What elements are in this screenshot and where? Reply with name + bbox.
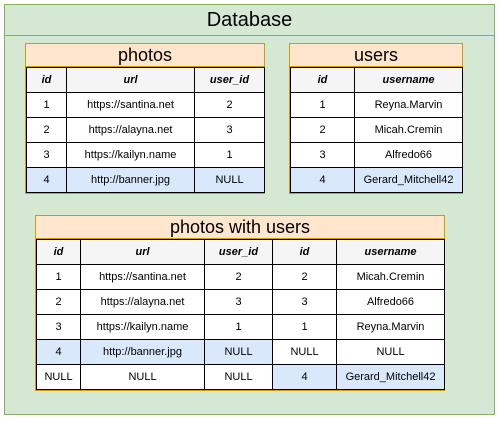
table-cell: NULL	[194, 167, 265, 193]
table-cell: 3	[272, 289, 337, 315]
table-header-row: id url user_id	[26, 67, 265, 93]
photos-table-body: id url user_id 1 https://santina.net 2 2…	[25, 67, 265, 194]
column-header: username	[336, 239, 445, 265]
table-row: 1 https://santina.net 2 2 Micah.Cremin	[36, 264, 445, 290]
table-header-row: id username	[290, 67, 463, 93]
table-row: 2 https://alayna.net 3	[26, 117, 265, 143]
photos-with-users-table-body: id url user_id id username 1 https://san…	[35, 239, 445, 391]
users-table: users id username 1 Reyna.Marvin 2	[289, 43, 463, 194]
table-cell: 1	[194, 142, 265, 168]
table-cell: https://alayna.net	[80, 289, 205, 315]
table-cell: Alfredo66	[336, 289, 445, 315]
table-row: 3 https://kailyn.name 1 1 Reyna.Marvin	[36, 314, 445, 340]
table-row: 4 http://banner.jpg NULL NULL NULL	[36, 339, 445, 365]
table-cell: NULL	[336, 339, 445, 365]
table-cell: Micah.Cremin	[354, 117, 463, 143]
table-cell: 4	[26, 167, 67, 193]
table-cell: 3	[36, 314, 81, 340]
table-cell: Reyna.Marvin	[354, 92, 463, 118]
column-header: username	[354, 67, 463, 93]
database-title: Database	[5, 5, 494, 36]
table-cell: http://banner.jpg	[80, 339, 205, 365]
column-header: id	[272, 239, 337, 265]
table-cell: 3	[290, 142, 355, 168]
table-cell: https://kailyn.name	[80, 314, 205, 340]
table-row: 1 Reyna.Marvin	[290, 92, 463, 118]
table-cell: 1	[204, 314, 273, 340]
table-cell: NULL	[204, 364, 273, 390]
column-header: url	[80, 239, 205, 265]
table-cell: 2	[26, 117, 67, 143]
column-header: user_id	[194, 67, 265, 93]
table-cell: 1	[26, 92, 67, 118]
table-cell: 2	[194, 92, 265, 118]
database-container: Database photos id url user_id 1 https:/…	[4, 4, 495, 415]
column-header: user_id	[204, 239, 273, 265]
table-row: 2 Micah.Cremin	[290, 117, 463, 143]
users-table-title: users	[289, 43, 463, 67]
column-header: id	[290, 67, 355, 93]
photos-table-title: photos	[25, 43, 265, 67]
table-row: 4 http://banner.jpg NULL	[26, 167, 265, 193]
table-cell: 3	[204, 289, 273, 315]
photos-with-users-table-title: photos with users	[35, 215, 445, 239]
table-row: NULL NULL NULL 4 Gerard_Mitchell42	[36, 364, 445, 390]
table-cell: https://alayna.net	[66, 117, 195, 143]
table-cell: 4	[272, 364, 337, 390]
table-cell: Micah.Cremin	[336, 264, 445, 290]
table-cell: Alfredo66	[354, 142, 463, 168]
table-cell: 1	[36, 264, 81, 290]
table-cell: 3	[26, 142, 67, 168]
table-cell: Gerard_Mitchell42	[336, 364, 445, 390]
column-header: url	[66, 67, 195, 93]
table-cell: NULL	[272, 339, 337, 365]
photos-table: photos id url user_id 1 https://santina.…	[25, 43, 265, 194]
table-row: 1 https://santina.net 2	[26, 92, 265, 118]
table-cell: 2	[290, 117, 355, 143]
table-cell: https://santina.net	[80, 264, 205, 290]
column-header: id	[26, 67, 67, 93]
table-cell: NULL	[36, 364, 81, 390]
table-row: 3 Alfredo66	[290, 142, 463, 168]
table-cell: 2	[36, 289, 81, 315]
column-header: id	[36, 239, 81, 265]
table-cell: 2	[204, 264, 273, 290]
table-row: 3 https://kailyn.name 1	[26, 142, 265, 168]
users-table-body: id username 1 Reyna.Marvin 2 Micah.Cremi…	[289, 67, 463, 194]
table-row: 4 Gerard_Mitchell42	[290, 167, 463, 193]
table-cell: Gerard_Mitchell42	[354, 167, 463, 193]
table-cell: 4	[290, 167, 355, 193]
table-header-row: id url user_id id username	[36, 239, 445, 265]
table-cell: 4	[36, 339, 81, 365]
table-row: 2 https://alayna.net 3 3 Alfredo66	[36, 289, 445, 315]
table-cell: 3	[194, 117, 265, 143]
table-cell: NULL	[204, 339, 273, 365]
table-cell: http://banner.jpg	[66, 167, 195, 193]
photos-with-users-table: photos with users id url user_id id user…	[35, 215, 445, 391]
table-cell: https://kailyn.name	[66, 142, 195, 168]
table-cell: 1	[272, 314, 337, 340]
table-cell: NULL	[80, 364, 205, 390]
table-cell: 2	[272, 264, 337, 290]
table-cell: Reyna.Marvin	[336, 314, 445, 340]
table-cell: https://santina.net	[66, 92, 195, 118]
table-cell: 1	[290, 92, 355, 118]
